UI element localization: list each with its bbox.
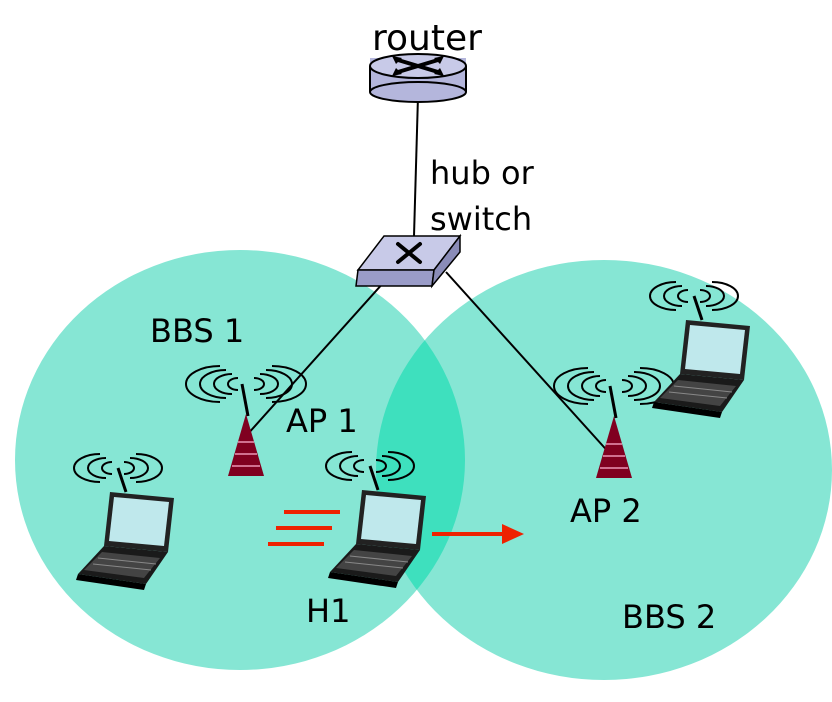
motion-lines-icon xyxy=(268,510,340,546)
switch-ap2-link xyxy=(445,271,613,457)
switch-ap1-link xyxy=(245,281,385,437)
router-icon xyxy=(369,53,467,103)
bbs2-label: BBS 2 xyxy=(622,598,716,636)
hub-or-switch-label-line2: switch xyxy=(430,200,532,238)
network-links xyxy=(245,95,613,457)
hub-or-switch-label-line1: hub or xyxy=(430,154,535,192)
router-switch-link xyxy=(413,95,419,237)
ap1-label: AP 1 xyxy=(286,402,358,440)
router-label: router xyxy=(372,18,482,59)
bbs1-label: BBS 1 xyxy=(150,312,244,350)
ap2-label: AP 2 xyxy=(570,492,642,530)
motion-arrow-icon xyxy=(432,524,524,544)
h1-label: H1 xyxy=(306,592,350,630)
switch-icon xyxy=(355,233,462,289)
